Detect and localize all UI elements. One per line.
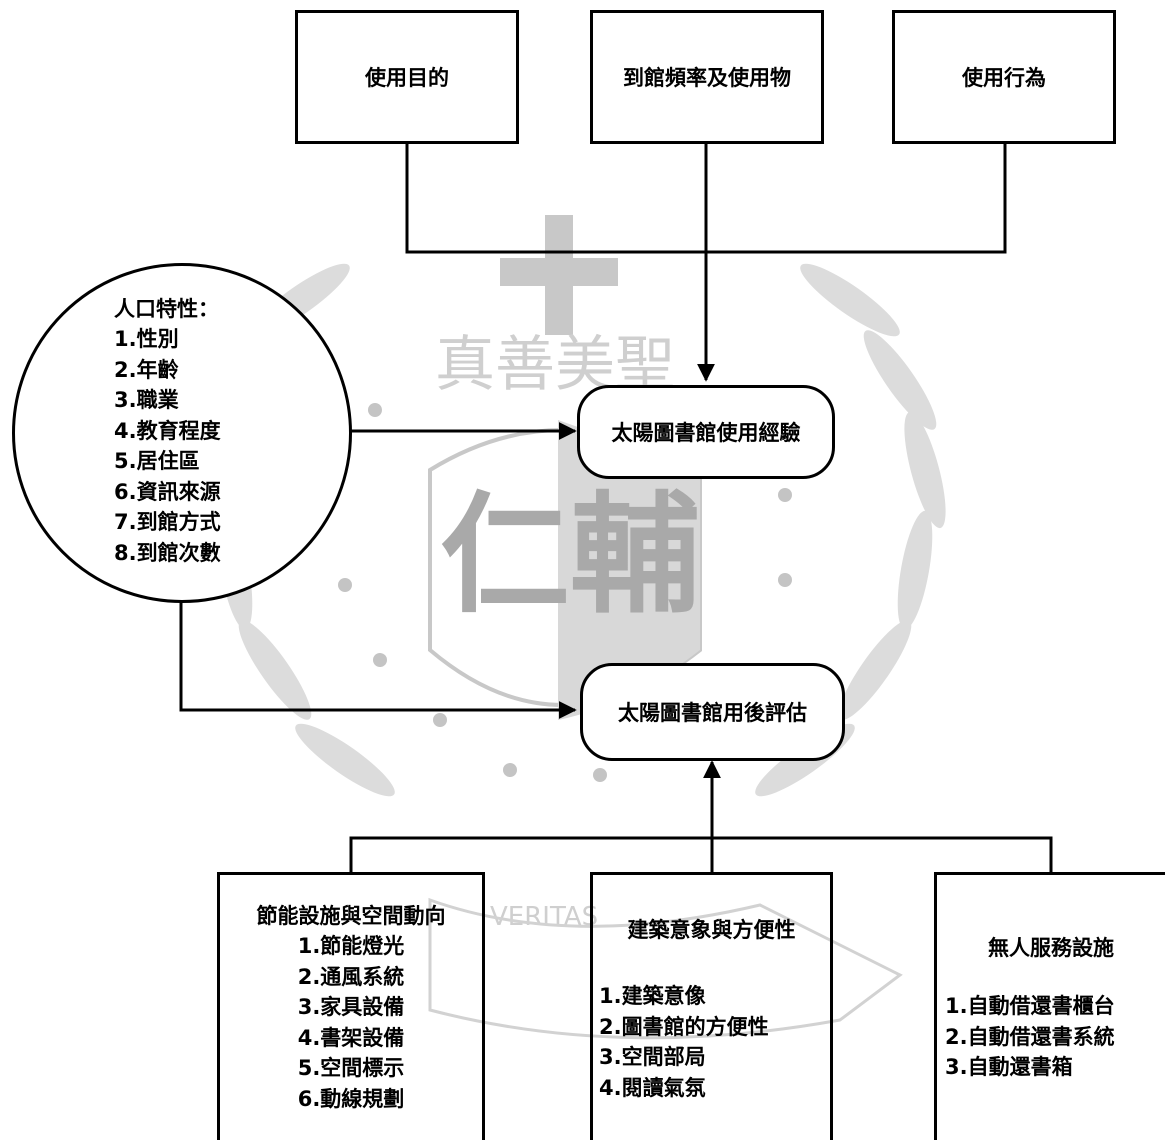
demographics-circle: 人口特性： 1.性別 2.年齡 3.職業 4.教育程度 5.居住區 6.資訊來源… [12,263,352,603]
list-item: 3.家具設備 [297,995,405,1019]
purpose-label: 使用目的 [365,66,449,90]
list-item: 2.自動借還書系統 [945,1024,1115,1049]
list-item: 1.性別 [114,327,179,351]
energy-title: 節能設施與空間動向 [256,904,446,928]
behavior-box: 使用行為 [892,10,1116,144]
seal-name: 仁輔 [440,479,700,631]
behavior-label: 使用行為 [962,66,1046,90]
list-item: 3.職業 [114,388,179,412]
cross-icon [500,215,618,335]
list-item: 8.到館次數 [114,540,221,565]
purpose-box: 使用目的 [295,10,519,144]
list-item: 5.居住區 [114,449,200,473]
bottom-bracket-line [349,836,1053,872]
experience-label: 太陽圖書館使用經驗 [611,421,801,445]
evaluation-label: 太陽圖書館用後評估 [618,701,807,725]
frequency-label: 到館頻率及使用物 [623,66,791,90]
list-item: 4.教育程度 [114,418,221,443]
list-item: 3.自動還書箱 [945,1055,1073,1079]
list-item: 7.到館方式 [114,510,221,534]
star-icon [338,403,792,782]
demographics-list: 1.性別 2.年齡 3.職業 4.教育程度 5.居住區 6.資訊來源 7.到館方… [114,324,221,568]
frequency-box: 到館頻率及使用物 [590,10,824,144]
unmanned-box: 無人服務設施 1.自動借還書櫃台 2.自動借還書系統 3.自動還書箱 [934,872,1165,1140]
list-item: 1.自動借還書櫃台 [945,994,1115,1018]
list-item: 2.圖書館的方便性 [599,1014,769,1039]
list-item: 1.建築意像 [599,984,706,1008]
energy-list: 1.節能燈光 2.通風系統 3.家具設備 4.書架設備 5.空間標示 6.動線規… [220,931,482,1114]
list-item: 6.動線規劃 [297,1086,405,1111]
architecture-title: 建築意象與方便性 [627,918,796,942]
list-item: 2.年齡 [114,357,179,382]
list-item: 2.通風系統 [297,964,405,989]
seal-shield-fill [558,420,700,720]
list-item: 4.閱讀氣氛 [599,1075,706,1100]
experience-node: 太陽圖書館使用經驗 [577,385,835,479]
unmanned-list: 1.自動借還書櫃台 2.自動借還書系統 3.自動還書箱 [937,991,1165,1083]
unmanned-title: 無人服務設施 [988,936,1114,960]
energy-box: 節能設施與空間動向 1.節能燈光 2.通風系統 3.家具設備 4.書架設備 5.… [217,872,485,1140]
list-item: 3.空間部局 [599,1045,706,1069]
demographics-to-evaluation-arrow [179,598,577,719]
list-item: 6.資訊來源 [114,479,221,504]
architecture-list: 1.建築意像 2.圖書館的方便性 3.空間部局 4.閱讀氣氛 [593,981,830,1103]
list-item: 1.節能燈光 [297,934,405,958]
architecture-box: 建築意象與方便性 1.建築意像 2.圖書館的方便性 3.空間部局 4.閱讀氣氛 [590,872,833,1140]
evaluation-node: 太陽圖書館用後評估 [580,663,845,761]
list-item: 5.空間標示 [297,1056,405,1080]
seal-ribbon [428,897,903,1040]
demographics-title: 人口特性： [114,297,219,321]
list-item: 4.書架設備 [297,1025,405,1050]
